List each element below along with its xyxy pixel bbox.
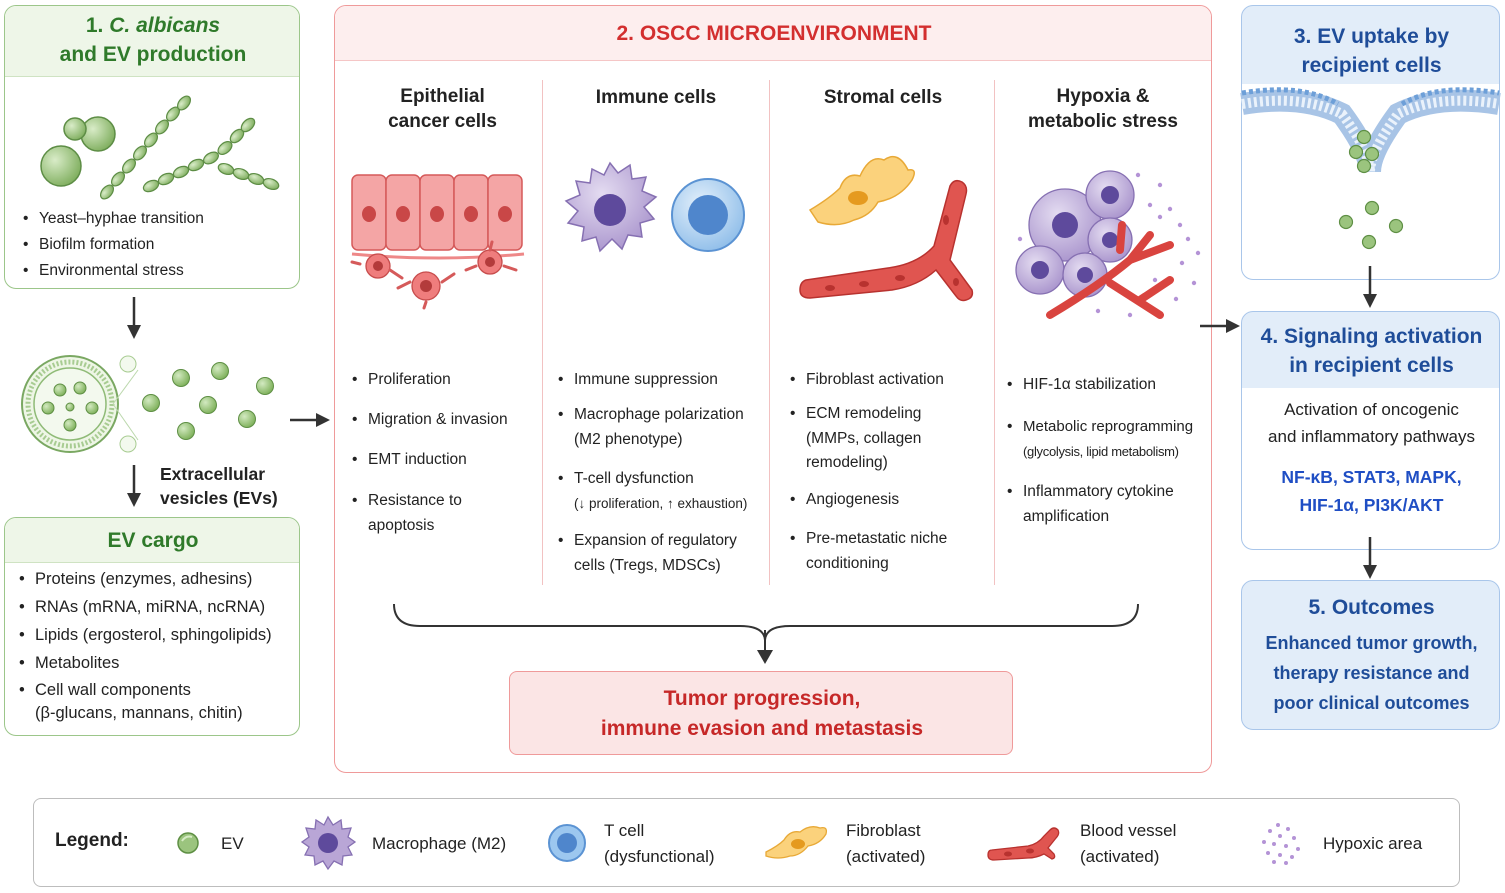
hypoxic-area-icon — [1262, 823, 1300, 865]
list-item: Cell wall components — [19, 677, 299, 703]
panel-ev-cargo: EV cargo Proteins (enzymes, adhesins) RN… — [4, 517, 300, 736]
list-item: T-cell dysfunction(↓ proliferation, ↑ ex… — [558, 466, 768, 516]
signaling-description: Activation of oncogenic and inflammatory… — [1268, 400, 1475, 446]
list-item: Lipids (ergosterol, sphingolipids) — [19, 621, 299, 649]
candida-yeast-hyphae-icon — [40, 95, 280, 200]
legend-label-blood-vessel: Blood vessel (activated) — [1080, 821, 1177, 866]
blood-vessel-icon — [987, 827, 1060, 861]
legend-label-fibroblast: Fibroblast (activated) — [846, 821, 926, 866]
column-divider — [542, 80, 543, 585]
arrow-right-icon — [290, 413, 330, 427]
column-title-immune: Immune cells — [595, 87, 717, 108]
panel-candida-header — [5, 6, 299, 77]
arrow-down-icon — [1363, 266, 1377, 308]
stromal-cells-illustration — [799, 155, 974, 302]
stromal-effects-list: Fibroblast activation ECM remodeling(MMP… — [790, 368, 990, 576]
signaling-pathways: NF-κB, STAT3, MAPK, HIF-1α, PI3K/AKT — [1281, 467, 1462, 515]
column-divider — [769, 80, 770, 585]
list-item: Biofilm formation — [23, 232, 293, 258]
legend-label-hypoxic-area: Hypoxic area — [1323, 834, 1423, 853]
ev-cargo-list: Proteins (enzymes, adhesins) RNAs (mRNA,… — [19, 565, 299, 703]
panel-signaling-activation: 4. Signaling activation in recipient cel… — [1241, 311, 1500, 550]
column-divider — [994, 80, 995, 585]
legend-label-t-cell: T cell (dysfunctional) — [604, 821, 715, 866]
list-item: RNAs (mRNA, miRNA, ncRNA) — [19, 593, 299, 621]
list-item: Migration & invasion — [352, 408, 537, 432]
legend-label-ev: EV — [221, 834, 244, 853]
list-item: Metabolic reprogramming(glycolysis, lipi… — [1007, 414, 1207, 464]
list-item: Yeast–hyphae transition — [23, 206, 293, 232]
panel-candida-title: 1. C. albicans and EV production — [59, 14, 247, 66]
membrane-endocytosis-illustration — [1240, 87, 1501, 250]
list-item: EMT induction — [352, 448, 537, 472]
legend-title: Legend: — [55, 830, 129, 851]
list-item: Angiogenesis — [790, 488, 990, 512]
list-item: Fibroblast activation — [790, 368, 990, 392]
ev-icon — [177, 832, 199, 854]
column-title-epithelial: Epithelial cancer cells — [388, 86, 497, 132]
list-item: HIF-1α stabilization — [1007, 373, 1207, 397]
epithelial-effects-list: Proliferation Migration & invasion EMT i… — [352, 368, 537, 538]
legend-label-macrophage: Macrophage (M2) — [372, 834, 507, 853]
arrow-right-icon — [1200, 319, 1240, 333]
panel-oscc-header — [335, 6, 1211, 61]
immune-cells-illustration — [564, 161, 745, 253]
macrophage-icon — [300, 815, 357, 871]
column-title-hypoxia: Hypoxia & metabolic stress — [1028, 86, 1178, 132]
immune-effects-list: Immune suppression Macrophage polarizati… — [558, 368, 768, 578]
arrow-down-icon — [1363, 537, 1377, 579]
ev-cargo-title: EV cargo — [107, 529, 199, 552]
outcomes-text: Enhanced tumor growth, therapy resistanc… — [1265, 633, 1478, 713]
epithelial-cancer-cells-illustration — [350, 174, 525, 310]
panel-signaling-title: 4. Signaling activation in recipient cel… — [1260, 325, 1483, 377]
list-item: Metabolites — [19, 649, 299, 677]
fibroblast-icon — [765, 826, 828, 859]
extracellular-vesicles-illustration — [21, 355, 274, 453]
hypoxia-effects-list: HIF-1α stabilization Metabolic reprogram… — [1007, 373, 1207, 529]
hypoxia-illustration — [1015, 170, 1201, 319]
ev-cargo-list-continuation: (β-glucans, mannans, chitin) — [35, 704, 243, 722]
convergence-brace — [393, 603, 1139, 664]
list-item: Proteins (enzymes, adhesins) — [19, 565, 299, 593]
arrow-down-icon — [127, 297, 141, 339]
list-item: Proliferation — [352, 368, 537, 392]
ev-label: Extracellular vesicles (EVs) — [160, 464, 278, 508]
list-item: Macrophage polarization(M2 phenotype) — [558, 402, 768, 452]
arrow-down-icon — [127, 465, 141, 507]
panel-ev-uptake-title: 3. EV uptake by recipient cells — [1293, 25, 1450, 77]
panel-ev-cargo-header — [5, 518, 299, 563]
panel-outcomes: 5. Outcomes Enhanced tumor growth, thera… — [1241, 580, 1500, 730]
tumor-progression-box: Tumor progression, immune evasion and me… — [509, 671, 1013, 755]
panel-candida: 1. C. albicans and EV production — [4, 5, 300, 289]
legend — [33, 798, 1460, 887]
panel-oscc-title: 2. OSCC MICROENVIRONMENT — [616, 22, 932, 45]
list-item: Environmental stress — [23, 258, 293, 284]
list-item: Immune suppression — [558, 368, 768, 392]
t-cell-icon — [548, 824, 586, 862]
column-title-stromal: Stromal cells — [823, 87, 943, 108]
panel-outcomes-title: 5. Outcomes — [1308, 596, 1435, 619]
candida-bullets: Yeast–hyphae transition Biofilm formatio… — [23, 206, 293, 284]
